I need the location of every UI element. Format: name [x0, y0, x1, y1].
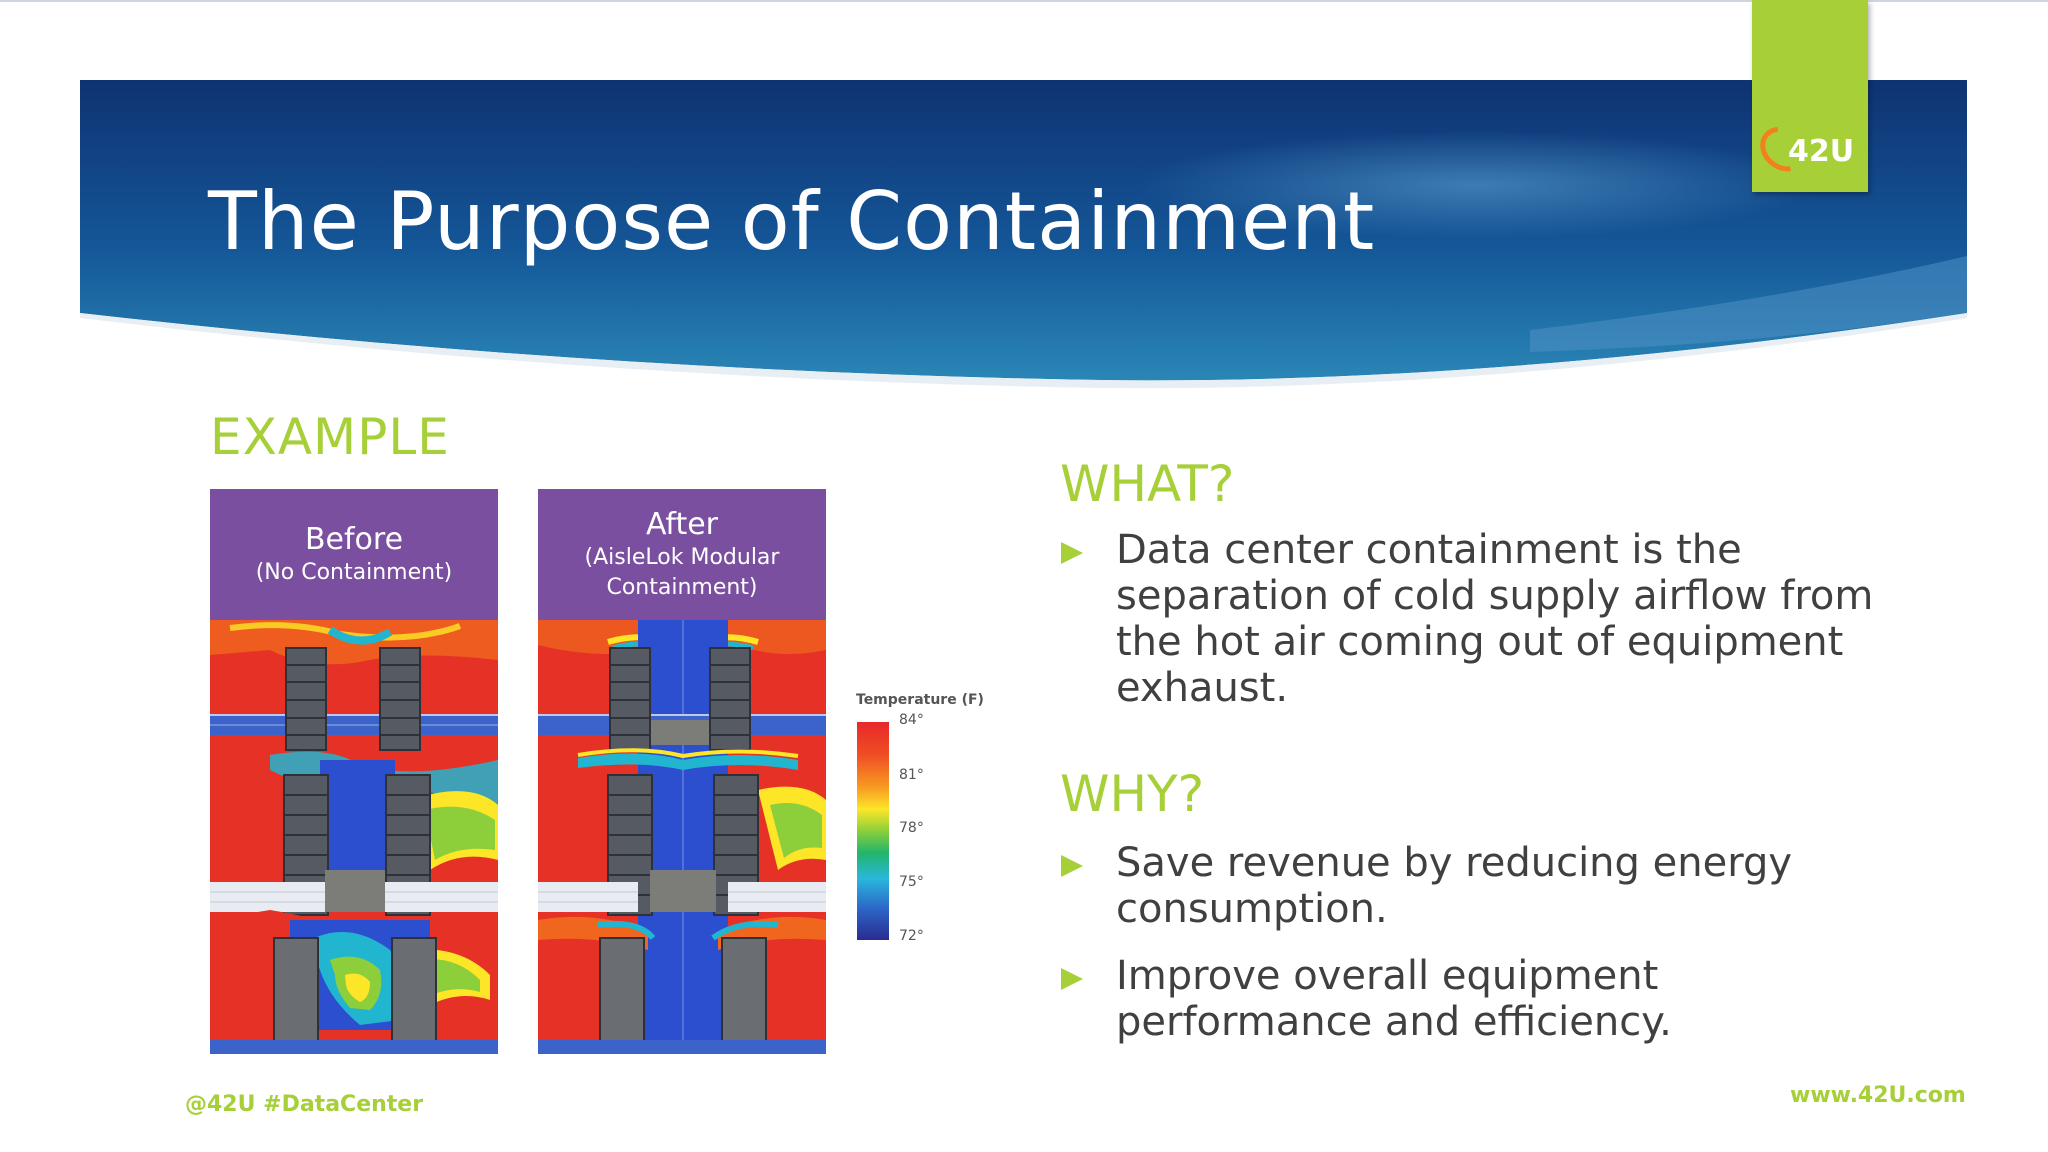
- why-bullet-text: Save revenue by reducing energy consumpt…: [1116, 840, 1793, 932]
- what-heading: WHAT?: [1060, 455, 1235, 513]
- why-bullet-text: Improve overall equipment performance an…: [1116, 953, 1672, 1045]
- why-heading: WHY?: [1060, 765, 1205, 823]
- logo-text: 42U: [1788, 134, 1855, 169]
- legend-tick: 78°: [899, 820, 924, 836]
- legend-tick: 72°: [899, 928, 924, 944]
- legend-tick: 75°: [899, 874, 924, 890]
- after-thermal-image: [538, 620, 826, 1054]
- after-panel: After (AisleLok Modular Containment): [538, 489, 826, 1054]
- after-title: After: [645, 506, 719, 542]
- before-panel: Before (No Containment): [210, 489, 498, 1054]
- footer-website-link[interactable]: www.42U.com: [1790, 1083, 1966, 1108]
- what-bullet-text: Data center containment is the separatio…: [1116, 527, 1874, 711]
- legend-title: Temperature (F): [856, 692, 984, 708]
- before-panel-header: Before (No Containment): [210, 489, 498, 620]
- bullet-arrow-icon: [1061, 542, 1083, 564]
- before-title: Before: [304, 521, 404, 557]
- slide-title: The Purpose of Containment: [208, 175, 1376, 268]
- footer-hashtag: @42U #DataCenter: [185, 1092, 424, 1117]
- temperature-color-scale: [857, 722, 889, 940]
- before-thermal-image: [210, 620, 498, 1054]
- example-heading: EXAMPLE: [210, 408, 450, 466]
- bullet-arrow-icon: [1061, 968, 1083, 990]
- legend-tick: 84°: [899, 712, 924, 728]
- legend-tick: 81°: [899, 767, 924, 783]
- before-subtitle: (No Containment): [255, 559, 453, 585]
- after-subtitle: (AisleLok Modular Containment): [584, 544, 780, 600]
- title-banner: [80, 80, 1967, 389]
- top-border: [0, 0, 2048, 2]
- after-panel-header: After (AisleLok Modular Containment): [538, 489, 826, 620]
- bullet-arrow-icon: [1061, 855, 1083, 877]
- logo-42u: 42U: [1751, 0, 1868, 192]
